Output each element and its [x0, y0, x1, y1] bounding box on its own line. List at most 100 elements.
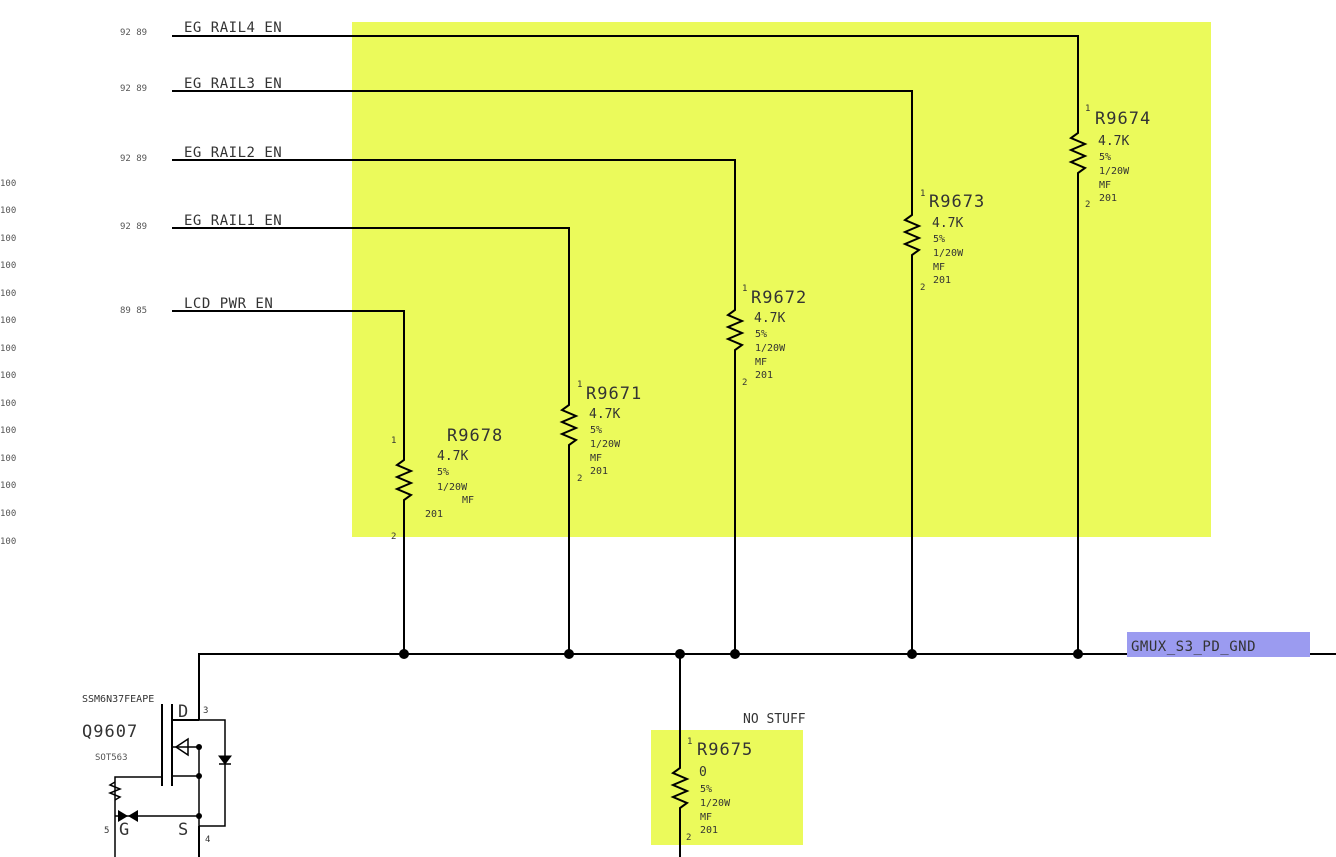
power: 1/20W: [755, 343, 786, 354]
source-label: S: [178, 820, 189, 840]
wire: [172, 310, 405, 445]
value: 4.7K: [437, 449, 468, 464]
wire: [172, 227, 570, 375]
power: 1/20W: [437, 482, 468, 493]
resistor-r9675[interactable]: NO STUFF 1 2 R9675 0 5% 1/20W MF 201: [670, 654, 806, 857]
net-label: EG_RAIL1_EN: [184, 213, 282, 229]
pin-number: 2: [577, 474, 582, 484]
page-ref: 89 85: [120, 306, 147, 316]
zener-diode: [128, 810, 138, 822]
margin-ref: 100: [0, 261, 16, 271]
net-label-gmux-s3-pd-gnd[interactable]: GMUX_S3_PD_GND: [1131, 639, 1256, 655]
type: MF: [933, 262, 945, 273]
resistor-r9672[interactable]: 1 2 R9672 4.7K 5% 1/20W MF 201: [725, 280, 807, 654]
refdes: R9671: [586, 384, 642, 404]
power: 1/20W: [933, 248, 964, 259]
margin-ref: 100: [0, 289, 16, 299]
power: 1/20W: [1099, 166, 1130, 177]
mosfet-body-wire: [172, 746, 200, 776]
pin-number: 1: [920, 189, 925, 199]
net-eg-rail4-en[interactable]: 92 89 EG_RAIL4_EN: [120, 20, 1079, 104]
net-label: EG_RAIL3_EN: [184, 76, 282, 92]
left-margin-refs: 100 100 100 100 100 100 100 100 100 100 …: [0, 179, 16, 547]
margin-ref: 100: [0, 316, 16, 326]
power: 1/20W: [590, 439, 621, 450]
refdes: R9678: [447, 426, 503, 446]
value: 4.7K: [1098, 134, 1129, 149]
resistor-r9678[interactable]: 1 2 R9678 4.7K 5% 1/20W MF 201: [391, 426, 503, 654]
tolerance: 5%: [1099, 152, 1111, 163]
pin-number: 2: [920, 283, 925, 293]
margin-ref: 100: [0, 206, 16, 216]
pin-number: 4: [205, 835, 210, 845]
page-ref: 92 89: [120, 222, 147, 232]
part-number: SSM6N37FEAPE: [82, 694, 154, 705]
type: MF: [590, 453, 602, 464]
net-eg-rail3-en[interactable]: 92 89 EG_RAIL3_EN: [120, 76, 913, 186]
size: 201: [425, 509, 443, 520]
pin-number: 2: [742, 378, 747, 388]
mosfet-source-lead: [172, 719, 226, 827]
value: 4.7K: [589, 407, 620, 422]
gmux-bus-wire: [198, 653, 1336, 720]
wire: [172, 159, 736, 280]
protect-diode: [218, 755, 232, 765]
resistor-symbol: [394, 445, 414, 654]
junction-dot: [196, 744, 202, 750]
size: 201: [1099, 193, 1117, 204]
power: 1/20W: [700, 798, 731, 809]
tolerance: 5%: [755, 329, 767, 340]
value: 4.7K: [754, 311, 785, 326]
value: 0: [699, 765, 707, 780]
body-diode: [174, 737, 189, 757]
pin-number: 5: [104, 826, 109, 836]
size: 201: [700, 825, 718, 836]
net-tag-box[interactable]: [1127, 632, 1310, 657]
drain-label: D: [178, 702, 189, 722]
page-ref: 92 89: [120, 84, 147, 94]
pin-number: 1: [687, 737, 692, 747]
margin-ref: 100: [0, 371, 16, 381]
type: MF: [1099, 180, 1111, 191]
gate-label: G: [119, 820, 130, 840]
net-eg-rail1-en[interactable]: 92 89 EG_RAIL1_EN: [120, 213, 570, 375]
size: 201: [590, 466, 608, 477]
resistor-r9674[interactable]: 1 2 R9674 4.7K 5% 1/20W MF 201: [1068, 104, 1151, 654]
size: 201: [933, 275, 951, 286]
wire: [172, 90, 913, 186]
tolerance: 5%: [700, 784, 712, 795]
type: MF: [700, 812, 712, 823]
value: 4.7K: [932, 216, 963, 231]
resistor-r9671[interactable]: 1 2 R9671 4.7K 5% 1/20W MF 201: [559, 375, 642, 654]
resistor-symbol: [902, 186, 922, 654]
net-label: LCD_PWR_EN: [184, 296, 273, 312]
package: SOT563: [95, 753, 128, 763]
pin-number: 2: [1085, 200, 1090, 210]
pin-number: 1: [1085, 104, 1090, 114]
gate-resistor: [107, 781, 123, 801]
refdes: R9674: [1095, 109, 1151, 129]
pin-number: 1: [391, 436, 396, 446]
type: MF: [462, 495, 474, 506]
pin-number: 2: [686, 833, 691, 843]
net-lcd-pwr-en[interactable]: 89 85 LCD_PWR_EN: [120, 296, 405, 445]
pin-number: 3: [203, 706, 208, 716]
net-label: EG_RAIL2_EN: [184, 145, 282, 161]
refdes: R9673: [929, 192, 985, 212]
zener-diode: [118, 810, 128, 822]
page-ref: 92 89: [120, 154, 147, 164]
tolerance: 5%: [933, 234, 945, 245]
resistor-symbol: [1068, 104, 1088, 654]
resistor-symbol: [725, 280, 745, 654]
resistor-r9673[interactable]: 1 2 R9673 4.7K 5% 1/20W MF 201: [902, 186, 985, 654]
pin-number: 2: [391, 532, 396, 542]
refdes: Q9607: [82, 722, 138, 742]
transistor-q9607[interactable]: SSM6N37FEAPE Q9607 SOT563 D G S 3 5 4: [82, 694, 232, 857]
net-label: EG_RAIL4_EN: [184, 20, 282, 36]
margin-ref: 100: [0, 509, 16, 519]
type: MF: [755, 357, 767, 368]
margin-ref: 100: [0, 481, 16, 491]
net-eg-rail2-en[interactable]: 92 89 EG_RAIL2_EN: [120, 145, 736, 280]
margin-ref: 100: [0, 234, 16, 244]
pin-number: 1: [742, 284, 747, 294]
